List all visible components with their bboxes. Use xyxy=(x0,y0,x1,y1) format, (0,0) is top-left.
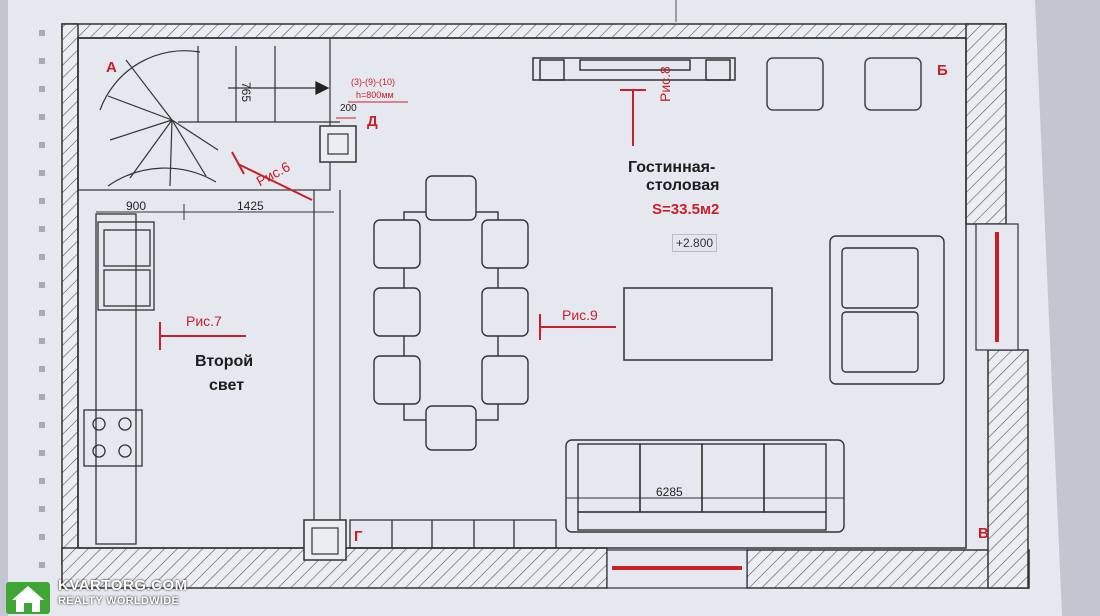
chair-top xyxy=(425,175,477,221)
chair-left-1 xyxy=(373,219,421,269)
stair-note-line1: (3)-(9)-(10) xyxy=(351,77,395,87)
sofa xyxy=(565,439,845,533)
room-name-line1: Гостинная- xyxy=(628,159,716,176)
chair-right-2 xyxy=(481,287,529,337)
stove-icon xyxy=(83,409,143,467)
watermark-tagline: REALTY WORLDWIDE xyxy=(58,595,180,607)
fireplace xyxy=(532,57,736,81)
corner-label-d: Д xyxy=(367,113,378,130)
stair-note-line2: h=800мм xyxy=(356,90,394,100)
watermark: KVARTORG.COM REALTY WORLDWIDE xyxy=(6,572,188,612)
room-area: S=33.5м2 xyxy=(652,201,720,218)
loveseat xyxy=(829,235,945,385)
stair-post xyxy=(319,125,357,163)
wall-right-upper xyxy=(965,23,1007,225)
dimension-900: 900 xyxy=(126,199,147,213)
paper-sheet xyxy=(8,0,1062,616)
chair-right-1 xyxy=(481,219,529,269)
section-marker-ris7 xyxy=(159,322,246,350)
chair-bottom xyxy=(425,405,477,451)
second-light-boundary xyxy=(313,190,341,546)
corner-label-a: А xyxy=(106,59,117,76)
corner-label-g: Г xyxy=(354,528,363,545)
chair-right-3 xyxy=(481,355,529,405)
house-icon xyxy=(6,582,50,614)
ottoman-2 xyxy=(864,57,922,111)
section-marker-ris6 xyxy=(231,151,313,201)
room-name-line2: столовая xyxy=(646,177,720,194)
dimension-765: 765 xyxy=(239,82,253,103)
stair-height-note-mark xyxy=(336,101,408,119)
window-bottom xyxy=(606,549,748,589)
second-light-line1: Второй xyxy=(195,353,254,370)
tv-cabinet xyxy=(349,519,557,549)
coffee-table xyxy=(623,287,773,361)
section-marker-ris8 xyxy=(620,89,646,146)
watermark-site: KVARTORG.COM xyxy=(58,577,188,594)
staircase xyxy=(77,37,340,191)
ottoman-1 xyxy=(766,57,824,111)
watermark-text: KVARTORG.COM REALTY WORLDWIDE xyxy=(58,577,188,607)
dimension-line-900-1425 xyxy=(96,204,334,220)
section-ref-ris7: Рис.7 xyxy=(186,313,222,329)
kitchen-counter xyxy=(95,213,155,545)
window-right xyxy=(975,223,1019,351)
corner-label-b: Б xyxy=(937,62,948,79)
second-light-line2: свет xyxy=(209,377,245,394)
wall-left xyxy=(61,23,79,565)
corner-label-v: В xyxy=(978,525,989,542)
chair-left-3 xyxy=(373,355,421,405)
section-ref-ris9: Рис.9 xyxy=(562,307,598,323)
section-ref-ris8: Рис.8 xyxy=(657,66,673,102)
dimension-1425: 1425 xyxy=(237,199,264,213)
chair-left-2 xyxy=(373,287,421,337)
dimension-6285: 6285 xyxy=(656,485,683,499)
dining-chairs xyxy=(373,175,529,451)
section-marker-ris9 xyxy=(539,314,616,340)
dimension-200: 200 xyxy=(340,103,357,114)
wall-bottom-right xyxy=(746,549,1030,589)
watermark-icon-spacer xyxy=(6,572,50,612)
floor-level-mark: +2.800 xyxy=(672,234,718,252)
column-bottom xyxy=(303,519,347,561)
wall-right-lower xyxy=(987,349,1029,589)
wall-top xyxy=(61,23,1007,39)
